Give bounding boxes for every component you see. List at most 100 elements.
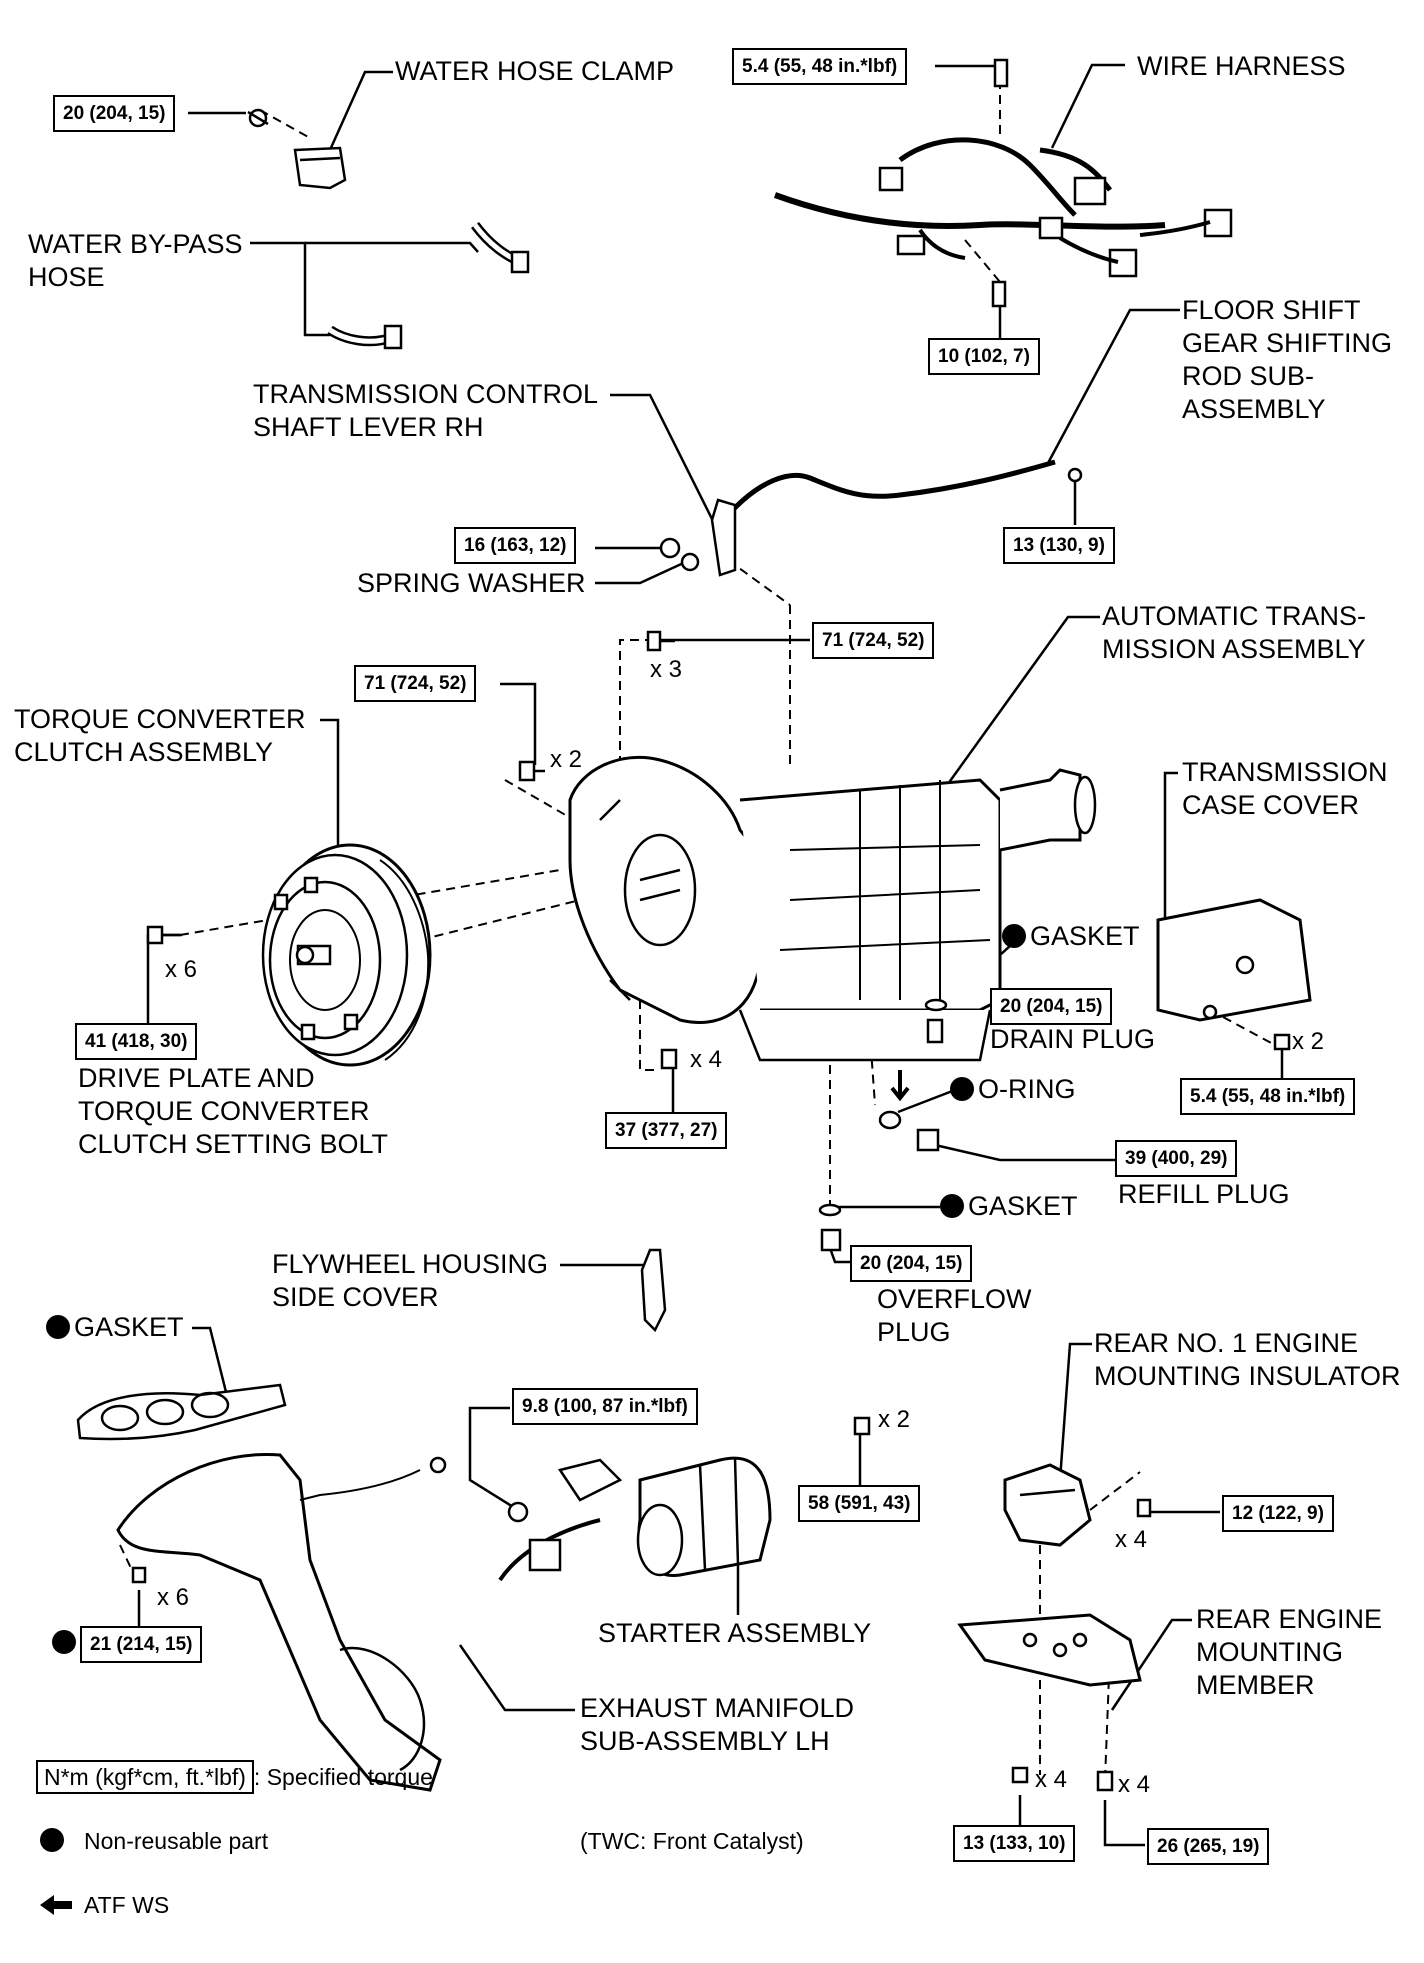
case-cover-part	[1156, 898, 1312, 1051]
wire-harness-part	[773, 58, 1233, 308]
starter-part	[498, 1416, 871, 1582]
torque-manifold-nuts-row	[52, 1626, 80, 1659]
torque-drive-plate-bolts: 41 (418, 30)	[75, 1023, 198, 1060]
control-lever-part	[659, 498, 737, 577]
torque-water-hose-clamp: 20 (204, 15)	[53, 95, 176, 132]
leader-lines	[137, 63, 1284, 1847]
label-rear-engine-member: REAR ENGINE MOUNTING MEMBER	[1196, 1603, 1382, 1702]
label-torque-converter: TORQUE CONVERTER CLUTCH ASSEMBLY	[14, 703, 306, 769]
drain-plug-part	[924, 998, 948, 1044]
torque-refill-plug: 39 (400, 29)	[1115, 1140, 1238, 1177]
label-overflow-plug: OVERFLOW PLUG	[877, 1283, 1032, 1349]
label-gasket-drain: GASKET	[1002, 920, 1140, 953]
label-text: GASKET	[968, 1191, 1078, 1221]
drive-plate-bolt-part	[146, 925, 182, 945]
multiplier-x2-starter: x 2	[878, 1406, 911, 1433]
torque-starter-bolts: 58 (591, 43)	[798, 1485, 921, 1522]
label-floor-shift-rod: FLOOR SHIFT GEAR SHIFTING ROD SUB- ASSEM…	[1182, 294, 1392, 426]
label-line: TRANSMISSION	[1182, 757, 1388, 787]
label-line: HOSE	[28, 262, 105, 292]
rear-member-part	[957, 1613, 1142, 1792]
label-line: SIDE COVER	[272, 1282, 439, 1312]
label-line: TRANSMISSION CONTROL	[253, 379, 599, 409]
label-flywheel-housing-cover: FLYWHEEL HOUSING SIDE COVER	[272, 1248, 548, 1314]
legend-torque: N*m (kgf*cm, ft.*lbf): Specified torque	[36, 1760, 433, 1794]
non-reusable-dot-icon	[950, 1077, 974, 1101]
flywheel-cover-part	[640, 1248, 667, 1333]
label-line: CASE COVER	[1182, 790, 1360, 820]
multiplier-x2-trans: x 2	[550, 746, 583, 773]
label-line: DRIVE PLATE AND	[78, 1063, 315, 1093]
multiplier-x2-cover: x 2	[1292, 1028, 1325, 1055]
label-water-bypass-hose: WATER BY-PASS HOSE	[28, 228, 243, 294]
label-line: ROD SUB-	[1182, 361, 1315, 391]
multiplier-x6-manifold: x 6	[157, 1584, 190, 1611]
transmission-assembly-part	[568, 755, 1097, 1062]
label-line: MOUNTING INSULATOR	[1094, 1361, 1401, 1391]
torque-case-cover-bolts: 5.4 (55, 48 in.*lbf)	[1180, 1078, 1356, 1115]
label-line: MOUNTING	[1196, 1637, 1343, 1667]
multiplier-x3: x 3	[650, 656, 683, 683]
label-wire-harness: WIRE HARNESS	[1137, 51, 1346, 81]
label-line: FLOOR SHIFT	[1182, 295, 1361, 325]
label-rear-engine-insulator: REAR NO. 1 ENGINE MOUNTING INSULATOR	[1094, 1327, 1401, 1393]
label-line: EXHAUST MANIFOLD	[580, 1693, 855, 1723]
legend-non-reusable: Non-reusable part	[40, 1826, 268, 1856]
label-drain-plug: DRAIN PLUG	[990, 1024, 1156, 1054]
label-line: CLUTCH ASSEMBLY	[14, 737, 274, 767]
label-refill-plug: REFILL PLUG	[1118, 1179, 1290, 1209]
label-line: MEMBER	[1196, 1670, 1315, 1700]
label-water-hose-clamp: WATER HOSE CLAMP	[395, 56, 675, 86]
label-drive-plate-bolt: DRIVE PLATE AND TORQUE CONVERTER CLUTCH …	[78, 1062, 388, 1161]
torque-drain-plug: 20 (204, 15)	[990, 988, 1113, 1025]
manifold-gasket-part	[76, 1383, 287, 1441]
label-trans-control-lever: TRANSMISSION CONTROL SHAFT LEVER RH	[253, 378, 598, 444]
legend-atf: ATF WS	[40, 1890, 169, 1920]
multiplier-x4-trans: x 4	[690, 1046, 723, 1073]
atf-arrow-icon	[40, 1895, 72, 1915]
label-line: CLUTCH SETTING BOLT	[78, 1129, 389, 1159]
label-text: GASKET	[1030, 921, 1140, 951]
exhaust-manifold-part	[116, 1452, 447, 1792]
torque-manifold-nuts: 21 (214, 15)	[80, 1626, 203, 1663]
floor-shift-rod-part	[726, 459, 1083, 517]
label-spring-washer: SPRING WASHER	[357, 568, 586, 598]
non-reusable-dot-icon	[52, 1630, 76, 1654]
label-gasket-overflow: GASKET	[940, 1190, 1078, 1223]
legend-non-reusable-text: Non-reusable part	[84, 1828, 269, 1854]
label-line: OVERFLOW	[877, 1284, 1032, 1314]
torque-member-bolts: 26 (265, 19)	[1147, 1828, 1270, 1865]
torque-trans-lower-bolts: 37 (377, 27)	[605, 1112, 728, 1149]
label-transmission-case-cover: TRANSMISSION CASE COVER	[1182, 756, 1388, 822]
label-line: MISSION ASSEMBLY	[1102, 634, 1366, 664]
multiplier-x4-member-bolt: x 4	[1118, 1771, 1151, 1798]
multiplier-x4-insulator: x 4	[1115, 1526, 1148, 1553]
torque-converter-part	[261, 843, 432, 1067]
label-line: PLUG	[877, 1317, 951, 1347]
non-reusable-dot-icon	[40, 1828, 64, 1852]
water-hose-clamp-part	[247, 108, 347, 190]
legend-catalyst-note: (TWC: Front Catalyst)	[580, 1828, 804, 1854]
label-line: TORQUE CONVERTER	[78, 1096, 370, 1126]
label-line: AUTOMATIC TRANS-	[1102, 601, 1367, 631]
trans-side-bolt-part	[518, 760, 545, 782]
torque-shift-rod-nut: 13 (130, 9)	[1003, 527, 1115, 564]
label-line: ASSEMBLY	[1182, 394, 1326, 424]
multiplier-x6-tc: x 6	[165, 956, 198, 983]
label-gasket-manifold: GASKET	[46, 1311, 184, 1344]
legend-torque-unit: N*m (kgf*cm, ft.*lbf)	[36, 1760, 254, 1794]
label-o-ring: O-RING	[950, 1073, 1076, 1106]
label-text: GASKET	[74, 1312, 184, 1342]
water-bypass-hose-part	[327, 221, 530, 350]
label-starter-assembly: STARTER ASSEMBLY	[598, 1618, 872, 1648]
torque-starter-nut: 9.8 (100, 87 in.*lbf)	[512, 1388, 698, 1425]
rear-insulator-part	[1003, 1463, 1152, 1547]
torque-wire-harness-bottom: 10 (102, 7)	[928, 338, 1040, 375]
trans-lower-bolt-part	[660, 1048, 678, 1070]
torque-overflow-plug: 20 (204, 15)	[850, 1245, 973, 1282]
label-line: SHAFT LEVER RH	[253, 412, 484, 442]
label-exhaust-manifold: EXHAUST MANIFOLD SUB-ASSEMBLY LH	[580, 1692, 854, 1758]
torque-member-nuts: 13 (133, 10)	[953, 1825, 1076, 1862]
torque-wire-harness-top: 5.4 (55, 48 in.*lbf)	[732, 48, 908, 85]
label-text: O-RING	[978, 1074, 1076, 1104]
